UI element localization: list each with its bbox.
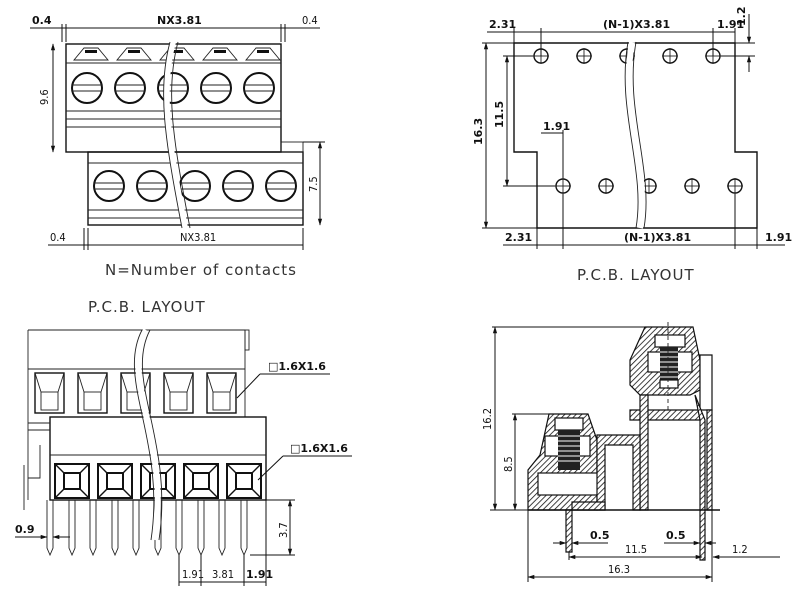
dim-bottom-span: NX3.81 [180, 231, 216, 244]
dim-pin-thickness-right: 0.5 [666, 529, 686, 542]
plug-screws [71, 72, 275, 104]
front-view: 0.4 NX3.81 0.4 9.6 7.5 0.4 NX3.81 N=Numb… [30, 14, 325, 279]
dim-pcb-bottom-right: 1.91 [765, 231, 792, 244]
dim-pcb-top-right: 1.91 [717, 18, 744, 31]
dim-pcb-edge: 1.2 [735, 7, 748, 27]
lower-pin-square-label: □1.6X1.6 [290, 442, 348, 455]
dim-bottom-offset: 0.4 [50, 231, 66, 244]
dim-right-offset-section: 1.2 [732, 543, 748, 556]
dim-pin-length: 3.7 [277, 522, 290, 538]
header-body [87, 151, 304, 226]
dim-pin-width: 0.9 [15, 523, 35, 536]
caption-pcb-layout: P.C.B. LAYOUT [577, 266, 695, 284]
dim-pcb-bottom-span: (N-1)X3.81 [624, 231, 691, 244]
dim-pcb-top-span: (N-1)X3.81 [603, 18, 670, 31]
dim-section-height: 16.2 [481, 408, 494, 430]
header-screws [93, 170, 297, 202]
dim-pin-spacing: 11.5 [625, 543, 647, 556]
dim-offset-a: 1.91 [182, 568, 204, 581]
wire-entries [73, 47, 281, 61]
dim-offset-b: 1.91 [246, 568, 273, 581]
pcb-side-view: P.C.B. LAYOUT [15, 298, 352, 586]
pins [46, 500, 248, 557]
caption-pcb-layout-2: P.C.B. LAYOUT [88, 298, 206, 316]
section-view: 16.2 8.5 0.5 0.5 11.5 1.2 16.3 [481, 322, 780, 582]
dim-pcb-rows: 11.5 [493, 101, 506, 128]
upper-pin-sockets [34, 372, 237, 414]
dim-height-plug: 9.6 [38, 89, 51, 105]
dim-pcb-height: 16.3 [472, 118, 485, 145]
dim-section-depth: 16.3 [608, 563, 630, 576]
upper-pin-square-label: □1.6X1.6 [268, 360, 326, 373]
pcb-layout-view: 2.31 (N-1)X3.81 1.91 1.2 16.3 11.5 1.91 … [472, 7, 792, 285]
dim-pcb-top-left: 2.31 [489, 18, 516, 31]
pcb-holes-bottom [555, 178, 743, 194]
caption-contacts: N=Number of contacts [105, 261, 297, 279]
dim-top-span: NX3.81 [157, 14, 202, 27]
dim-pin-thickness-left: 0.5 [590, 529, 610, 542]
dim-pitch: 3.81 [212, 568, 234, 581]
dim-pcb-bottom-left: 2.31 [505, 231, 532, 244]
dim-right-offset: 0.4 [302, 14, 318, 27]
dim-pcb-row-offset: 1.91 [543, 120, 570, 133]
dim-section-lower-height: 8.5 [502, 456, 515, 472]
dim-height-header: 7.5 [307, 176, 320, 192]
dim-left-offset: 0.4 [32, 14, 52, 27]
